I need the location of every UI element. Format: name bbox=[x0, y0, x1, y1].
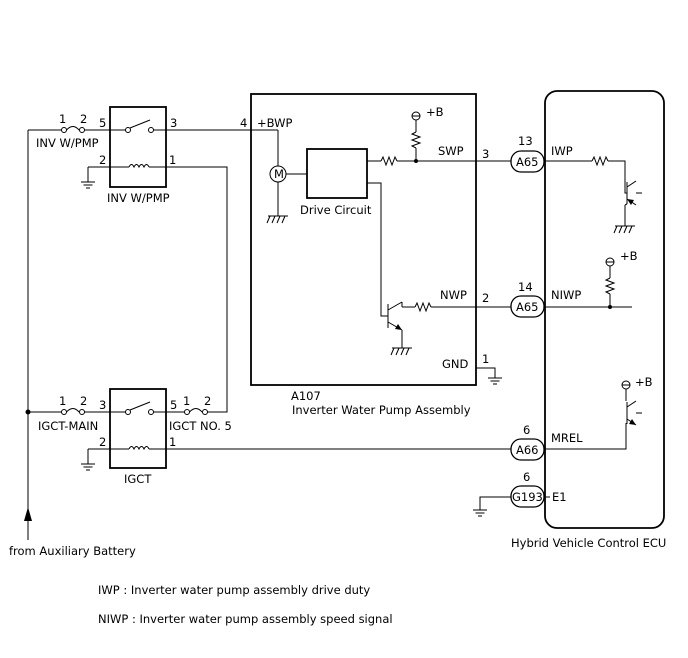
svg-text:A65: A65 bbox=[516, 300, 539, 314]
ground-icon bbox=[476, 367, 502, 385]
note-iwp: IWP : Inverter water pump assembly drive… bbox=[98, 583, 370, 597]
svg-text:6: 6 bbox=[523, 423, 530, 437]
svg-text:1: 1 bbox=[59, 394, 66, 408]
relay-inv-wpmp: 5 3 2 1 INV W/PMP bbox=[99, 106, 177, 205]
ground-icon bbox=[473, 496, 511, 517]
svg-text:1: 1 bbox=[169, 435, 176, 449]
svg-text:2: 2 bbox=[482, 291, 489, 305]
svg-text:5: 5 bbox=[99, 116, 106, 130]
svg-text:A65: A65 bbox=[516, 155, 539, 169]
ground-icon bbox=[390, 347, 412, 356]
svg-text:5: 5 bbox=[170, 398, 177, 412]
svg-text:G193: G193 bbox=[512, 490, 543, 504]
svg-text:A66: A66 bbox=[516, 443, 539, 457]
svg-text:1: 1 bbox=[183, 394, 190, 408]
svg-text:MREL: MREL bbox=[551, 431, 583, 445]
svg-text:2: 2 bbox=[80, 394, 87, 408]
relay-igct: 3 5 2 1 IGCT bbox=[99, 388, 177, 486]
svg-text:GND: GND bbox=[442, 357, 469, 371]
svg-text:6: 6 bbox=[523, 470, 530, 484]
fuse-label: IGCT NO. 5 bbox=[169, 419, 232, 433]
svg-text:NIWP: NIWP bbox=[551, 288, 581, 302]
source-label: from Auxiliary Battery bbox=[9, 544, 136, 558]
ground-icon bbox=[81, 448, 110, 471]
svg-text:NWP: NWP bbox=[440, 288, 467, 302]
fuse-igct-no5: 1 2 IGCT NO. 5 bbox=[166, 394, 232, 433]
svg-text:2: 2 bbox=[204, 394, 211, 408]
svg-text:2: 2 bbox=[80, 112, 87, 126]
water-pump-assembly: 4 +BWP M Drive Circuit +B SWP 3 bbox=[240, 93, 489, 417]
note-niwp: NIWP : Inverter water pump assembly spee… bbox=[98, 612, 393, 626]
svg-text:1: 1 bbox=[482, 352, 489, 366]
svg-text:E1: E1 bbox=[552, 490, 567, 504]
relay-label: IGCT bbox=[124, 472, 152, 486]
arrow-up-icon bbox=[24, 507, 32, 521]
svg-text:+B: +B bbox=[426, 105, 444, 119]
ground-icon bbox=[266, 215, 288, 224]
svg-text:+B: +B bbox=[620, 249, 638, 263]
svg-text:2: 2 bbox=[99, 153, 106, 167]
pump-id: A107 bbox=[291, 389, 321, 403]
svg-text:4: 4 bbox=[240, 116, 247, 130]
svg-text:1: 1 bbox=[59, 112, 66, 126]
ecu-name: Hybrid Vehicle Control ECU bbox=[511, 536, 666, 550]
connector-a66-6: A66 6 bbox=[510, 423, 545, 461]
drive-circuit-label: Drive Circuit bbox=[300, 203, 372, 217]
fuse-label: INV W/PMP bbox=[36, 136, 99, 150]
connector-a65-14: A65 14 bbox=[510, 280, 545, 318]
svg-text:M: M bbox=[274, 167, 284, 181]
svg-text:3: 3 bbox=[170, 116, 177, 130]
connector-g193-6: G193 6 bbox=[510, 470, 545, 508]
svg-text:+BWP: +BWP bbox=[257, 116, 292, 130]
svg-text:SWP: SWP bbox=[438, 144, 464, 158]
hybrid-vehicle-control-ecu: IWP NIWP MREL E1 Hybrid Vehicle Control … bbox=[511, 90, 666, 550]
battery-feed: from Auxiliary Battery bbox=[9, 130, 136, 558]
svg-text:3: 3 bbox=[99, 398, 106, 412]
fuse-igct-main: 1 2 IGCT-MAIN bbox=[28, 394, 110, 433]
fuse-inv-wpmp: 1 2 INV W/PMP bbox=[28, 112, 110, 150]
svg-text:13: 13 bbox=[518, 134, 533, 148]
pump-name: Inverter Water Pump Assembly bbox=[292, 403, 471, 417]
svg-text:2: 2 bbox=[99, 435, 106, 449]
ground-icon bbox=[81, 166, 110, 189]
svg-text:IWP: IWP bbox=[551, 144, 573, 158]
ground-icon bbox=[613, 225, 635, 234]
connector-a65-13: A65 13 bbox=[510, 134, 545, 173]
relay-label: INV W/PMP bbox=[107, 191, 170, 205]
fuse-label: IGCT-MAIN bbox=[38, 419, 98, 433]
svg-text:+B: +B bbox=[635, 375, 653, 389]
svg-text:1: 1 bbox=[169, 153, 176, 167]
svg-text:3: 3 bbox=[482, 147, 489, 161]
svg-text:14: 14 bbox=[518, 280, 533, 294]
